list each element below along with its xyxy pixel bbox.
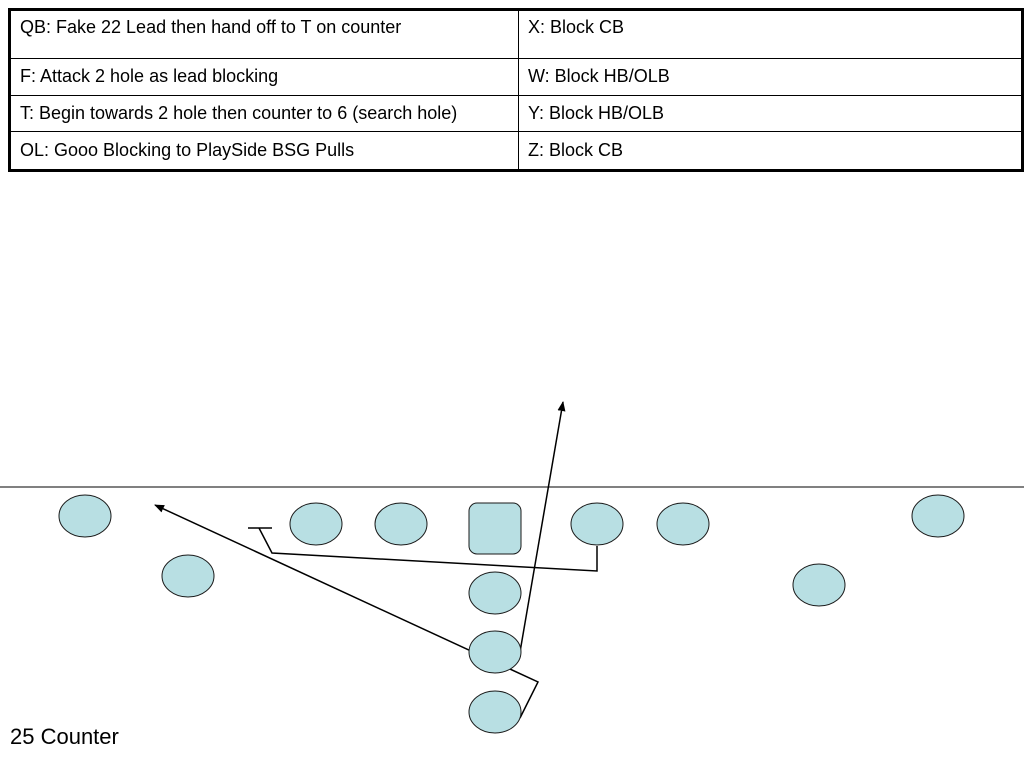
table-row: OL: Gooo Blocking to PlaySide BSG Pulls …	[9, 131, 1023, 171]
player-t	[468, 690, 522, 734]
assignment-cell-qb: QB: Fake 22 Lead then hand off to T on c…	[9, 9, 519, 59]
player-lg	[374, 502, 428, 546]
table-row: QB: Fake 22 Lead then hand off to T on c…	[9, 9, 1023, 59]
player-z	[911, 494, 965, 538]
route-f-lead	[519, 401, 566, 653]
player-f	[468, 630, 522, 674]
play-title: 25 Counter	[10, 724, 119, 749]
player-y	[792, 563, 846, 607]
assignment-cell-t: T: Begin towards 2 hole then counter to …	[9, 94, 519, 133]
assignment-cell-y: Y: Block HB/OLB	[518, 94, 1023, 133]
player-lt	[289, 502, 343, 546]
table-row: F: Attack 2 hole as lead blocking W: Blo…	[9, 57, 1023, 96]
table-row: T: Begin towards 2 hole then counter to …	[9, 94, 1023, 133]
route-guard-pull	[258, 527, 598, 572]
player-x	[58, 494, 112, 538]
route-t-counter	[154, 504, 540, 719]
player-rg	[570, 502, 624, 546]
assignment-table: QB: Fake 22 Lead then hand off to T on c…	[8, 8, 1024, 172]
player-center	[468, 502, 522, 555]
assignment-cell-x: X: Block CB	[518, 9, 1023, 59]
player-rt	[656, 502, 710, 546]
player-qb	[468, 571, 522, 615]
assignment-cell-z: Z: Block CB	[518, 131, 1023, 171]
assignment-cell-ol: OL: Gooo Blocking to PlaySide BSG Pulls	[9, 131, 519, 171]
player-w	[161, 554, 215, 598]
